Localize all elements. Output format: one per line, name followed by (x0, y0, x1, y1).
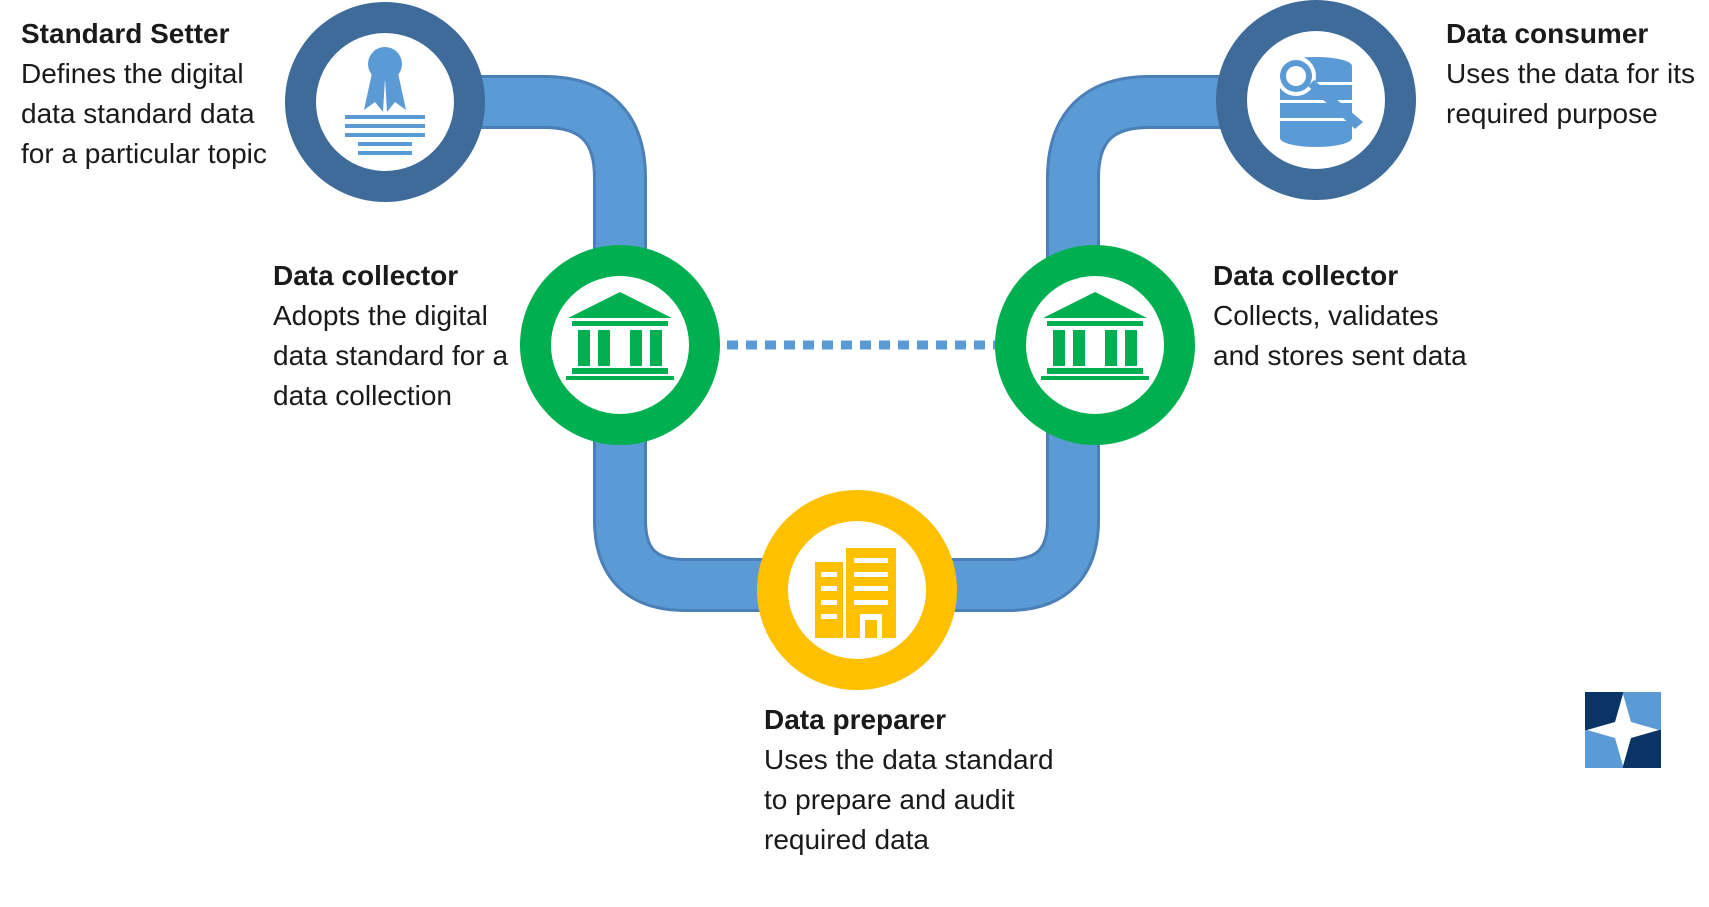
standard-setter-title: Standard Setter (21, 18, 230, 49)
data-consumer-node (1216, 0, 1416, 200)
data-collector-right-node (995, 245, 1195, 445)
data-collector-left-desc-line: data collection (273, 380, 453, 411)
data-preparer-desc-line: required data (764, 824, 930, 855)
institution-building-icon (566, 292, 674, 380)
data-preparer-title: Data preparer (764, 704, 947, 735)
data-collector-right-desc-line: Collects, validates (1213, 300, 1439, 331)
standard-setter-desc-line: for a particular topic (21, 138, 267, 169)
certificate-ribbon-icon (345, 47, 425, 155)
office-building-icon (815, 548, 896, 638)
data-consumer-desc-line: Uses the data for its (1446, 58, 1696, 89)
data-consumer-title: Data consumer (1446, 18, 1649, 49)
data-collector-right-desc-line: and stores sent data (1213, 340, 1467, 371)
standard-setter-label: Standard Setter Defines the digital data… (21, 14, 267, 174)
data-collector-right-title: Data collector (1213, 260, 1399, 291)
standard-setter-desc-line: data standard data (21, 98, 255, 129)
institution-building-icon (1041, 292, 1149, 380)
data-collector-left-desc-line: Adopts the digital (273, 300, 488, 331)
database-search-icon (1276, 56, 1363, 147)
data-preparer-label: Data preparer Uses the data standard to … (764, 700, 1054, 860)
data-preparer-desc-line: Uses the data standard (764, 744, 1054, 775)
data-consumer-desc-line: required purpose (1446, 98, 1658, 129)
data-collector-left-label: Data collector Adopts the digital data s… (273, 256, 508, 416)
data-collector-left-title: Data collector (273, 260, 459, 291)
compass-star-logo (1585, 692, 1661, 768)
data-collector-right-label: Data collector Collects, validates and s… (1213, 256, 1467, 376)
standard-setter-desc-line: Defines the digital (21, 58, 244, 89)
data-preparer-node (757, 490, 957, 690)
data-preparer-desc-line: to prepare and audit (764, 784, 1015, 815)
data-collector-left-desc-line: data standard for a (273, 340, 509, 371)
standard-setter-node (285, 2, 485, 202)
data-consumer-label: Data consumer Uses the data for its requ… (1446, 14, 1695, 134)
data-collector-left-node (520, 245, 720, 445)
